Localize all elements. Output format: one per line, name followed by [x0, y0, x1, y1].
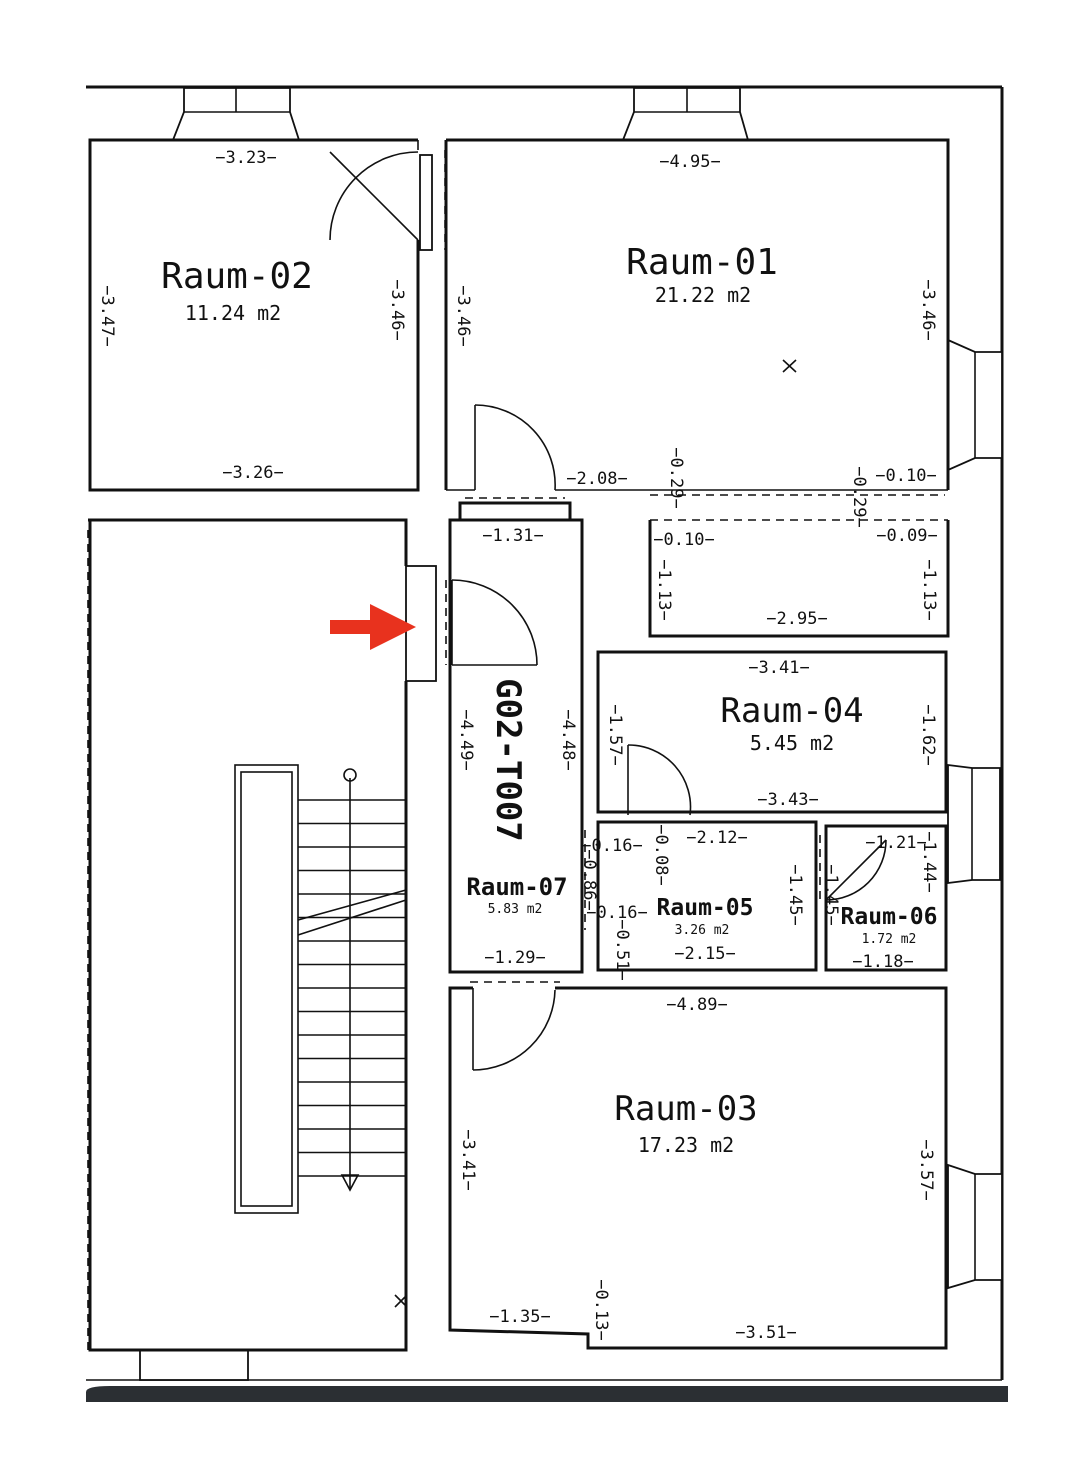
room-storage [648, 519, 950, 638]
dim-r04-bottom: −3.43− [757, 790, 818, 810]
bottom-bar [86, 1386, 1008, 1402]
dim-r02-top: −3.23− [215, 148, 276, 168]
raum-07-name: Raum-07 [466, 873, 567, 901]
stair-hall [87, 518, 408, 1352]
dim-r02-right: −3.46− [387, 279, 407, 340]
dim-r01-top: −4.95− [659, 152, 720, 172]
dim-r05-bottom: −2.15− [674, 944, 735, 964]
room-raum-01 [444, 138, 950, 496]
room-raum-07 [405, 497, 584, 974]
dim-r05-086: −0.86− [579, 849, 599, 910]
red-arrow-icon [330, 604, 416, 650]
dim-storage-009: −0.09− [876, 526, 937, 546]
dim-r06-bottom: −1.18− [852, 952, 913, 972]
raum-02-name: Raum-02 [161, 256, 313, 297]
dim-r04-right: −1.62− [918, 704, 938, 765]
dim-corridor-left: −4.49− [456, 709, 476, 770]
dim-r07-bottom: −1.29− [484, 948, 545, 968]
room-raum-06 [819, 824, 948, 972]
raum-04-area: 5.45 m2 [750, 731, 834, 755]
dim-r05-016a: −0.16− [581, 836, 642, 856]
dim-storage-bottom: −2.95− [766, 609, 827, 629]
window-right-3 [947, 1163, 1003, 1290]
dim-r05-top: −2.12− [686, 828, 747, 848]
raum-05-area: 3.26 m2 [675, 923, 730, 938]
raum-06-name: Raum-06 [841, 904, 938, 930]
room-raum-02 [88, 138, 433, 492]
raum-01-name: Raum-01 [626, 242, 778, 283]
window-right-1 [947, 338, 1003, 472]
dim-r05-145: −1.45− [785, 864, 805, 925]
dim-r03-top: −4.89− [666, 995, 727, 1015]
dim-r02-bottom: −3.26− [222, 463, 283, 483]
dim-r01-door: −2.08− [566, 469, 627, 489]
dim-r04-top: −3.41− [748, 658, 809, 678]
room-raum-03 [448, 981, 948, 1350]
dim-r01-left: −3.46− [453, 285, 473, 346]
window-top-left [171, 87, 301, 141]
raum-02-area: 11.24 m2 [185, 301, 281, 325]
window-right-2 [947, 763, 1001, 885]
corridor-label: G02-T007 [488, 678, 528, 842]
dim-r01-029a: −0.29− [666, 447, 686, 508]
dim-r05-016b: −0.16− [586, 903, 647, 923]
dim-r01-010: −0.10− [875, 466, 936, 486]
dim-r03-135: −1.35− [489, 1307, 550, 1327]
raum-01-area: 21.22 m2 [655, 283, 751, 307]
window-top-right [621, 87, 750, 141]
dimension-labels: −3.23− −3.26− −3.47− −3.46− −4.95− −3.46… [97, 148, 939, 1343]
raum-04-name: Raum-04 [720, 691, 863, 731]
dim-storage-left: −1.13− [654, 559, 674, 620]
raum-06-area: 1.72 m2 [862, 932, 917, 947]
dim-r03-right: −3.57− [916, 1139, 936, 1200]
window-bottom-left [139, 1349, 249, 1381]
dim-r05-051: −0.51− [612, 919, 632, 980]
dim-r06-top: −1.21− [865, 833, 926, 853]
dim-r06-145: −1.45− [821, 864, 841, 925]
room-raum-04 [596, 650, 948, 816]
dim-r05-008: −0.08− [651, 824, 671, 885]
dim-corridor-right: −4.48− [558, 709, 578, 770]
raum-03-name: Raum-03 [614, 1089, 757, 1129]
dim-corridor-top: −1.31− [482, 526, 543, 546]
dim-r01-right: −3.46− [918, 279, 938, 340]
dim-r06-144: −1.44− [919, 831, 939, 892]
dim-r04-left: −1.57− [605, 704, 625, 765]
room-raum-05 [584, 820, 818, 972]
room-labels: Raum-02 11.24 m2 Raum-01 21.22 m2 Raum-0… [161, 242, 937, 1157]
dim-r02-left: −3.47− [97, 285, 117, 346]
raum-03-area: 17.23 m2 [638, 1133, 734, 1157]
dim-r03-013: −0.13− [591, 1279, 611, 1340]
dim-r03-left: −3.41− [458, 1129, 478, 1190]
dim-r03-bottom: −3.51− [735, 1323, 796, 1343]
dim-storage-right: −1.13− [919, 559, 939, 620]
raum-05-name: Raum-05 [657, 895, 754, 921]
dim-storage-010: −0.10− [653, 530, 714, 550]
dim-r01-029b: −0.29− [849, 466, 869, 527]
staircase [234, 764, 407, 1214]
raum-07-area: 5.83 m2 [488, 902, 543, 917]
